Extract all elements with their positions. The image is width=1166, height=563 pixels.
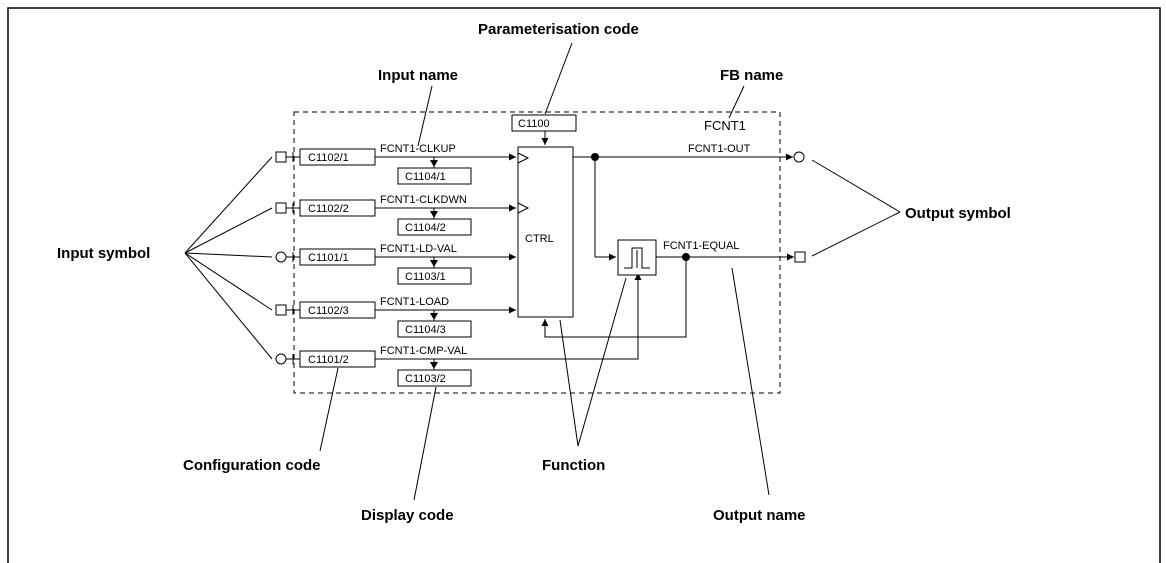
input-name-text: FCNT1-CMP-VAL	[380, 345, 467, 357]
input-row-3: C1101/1 FCNT1-LD-VAL C1103/1	[275, 243, 516, 285]
leader-output-name	[731, 267, 770, 496]
callout-function: Function	[542, 457, 605, 474]
output-name-text: FCNT1-OUT	[688, 143, 751, 155]
compare-feed-line	[594, 157, 616, 261]
callout-input-symbol: Input symbol	[57, 245, 150, 262]
input-symbol-square	[275, 151, 287, 163]
display-code-text: C1104/2	[405, 222, 446, 234]
input-row-4: C1102/3 FCNT1-LOAD C1104/3	[275, 296, 516, 338]
leader-function-1	[559, 319, 579, 447]
ctrl-block	[517, 146, 574, 318]
config-code-text: C1101/1	[308, 252, 349, 264]
param-code-box	[511, 114, 577, 132]
input-symbol-square	[275, 304, 287, 316]
display-code-box	[397, 369, 472, 387]
fb-boundary	[293, 111, 781, 394]
leader-input-symbol-1	[184, 156, 273, 254]
config-code-text: C1101/2	[308, 354, 349, 366]
input-name-text: FCNT1-LD-VAL	[380, 243, 457, 255]
leader-config-code	[319, 367, 339, 452]
leader-input-symbol-4	[184, 252, 273, 311]
leader-input-symbol-2	[184, 207, 273, 254]
config-code-text: C1102/2	[308, 203, 349, 215]
pulse-icon	[624, 247, 650, 269]
input-symbol-circle	[275, 353, 287, 365]
config-code-text: C1102/3	[308, 305, 349, 317]
input-name-text: FCNT1-LOAD	[380, 296, 449, 308]
leader-display-code	[413, 386, 437, 501]
config-code-text: C1102/1	[308, 152, 349, 164]
display-code-box	[397, 167, 472, 185]
input-symbol-square	[275, 202, 287, 214]
leader-input-name	[417, 85, 433, 147]
input-row-5: C1101/2 FCNT1-CMP-VAL C1103/2	[275, 273, 642, 387]
input-name-text: FCNT1-CLKDWN	[380, 194, 467, 206]
leader-function-2	[577, 277, 627, 447]
input-symbol-circle	[275, 251, 287, 263]
display-code-box	[397, 267, 472, 285]
ctrl-label: CTRL	[525, 233, 554, 245]
output-name-text: FCNT1-EQUAL	[663, 240, 739, 252]
leader-fb-name	[728, 85, 745, 119]
callout-configuration-code: Configuration code	[183, 457, 321, 474]
input-name-text: FCNT1-CLKUP	[380, 143, 456, 155]
feedback-loop	[541, 257, 687, 338]
clock-edge-down	[517, 202, 530, 214]
leader-output-symbol-1	[811, 159, 901, 213]
display-code-box	[397, 320, 472, 338]
leader-output-symbol-2	[811, 211, 901, 257]
callout-parameterisation-code: Parameterisation code	[478, 21, 639, 38]
output-symbol-circle	[793, 151, 805, 163]
callout-output-symbol: Output symbol	[905, 205, 1011, 222]
callout-display-code: Display code	[361, 507, 454, 524]
display-code-box	[397, 218, 472, 236]
input-row-1: C1102/1 FCNT1-CLKUP C1104/1	[275, 143, 516, 185]
callout-output-name: Output name	[713, 507, 806, 524]
leader-input-symbol-3	[184, 252, 273, 258]
param-code-text: C1100	[518, 118, 550, 130]
fb-name-text: FCNT1	[704, 118, 746, 133]
input-row-2: C1102/2 FCNT1-CLKDWN C1104/2	[275, 194, 516, 236]
signal-line	[375, 273, 642, 360]
display-code-text: C1103/1	[405, 271, 446, 283]
display-code-text: C1103/2	[405, 373, 446, 385]
leader-input-symbol-5	[184, 252, 273, 360]
callout-input-name: Input name	[378, 67, 458, 84]
leader-param-code	[544, 42, 573, 115]
display-code-text: C1104/3	[405, 324, 446, 336]
display-code-text: C1104/1	[405, 171, 446, 183]
outer-frame	[7, 7, 1161, 563]
clock-edge-up	[517, 152, 530, 164]
output-symbol-square	[794, 251, 806, 263]
callout-fb-name: FB name	[720, 67, 783, 84]
